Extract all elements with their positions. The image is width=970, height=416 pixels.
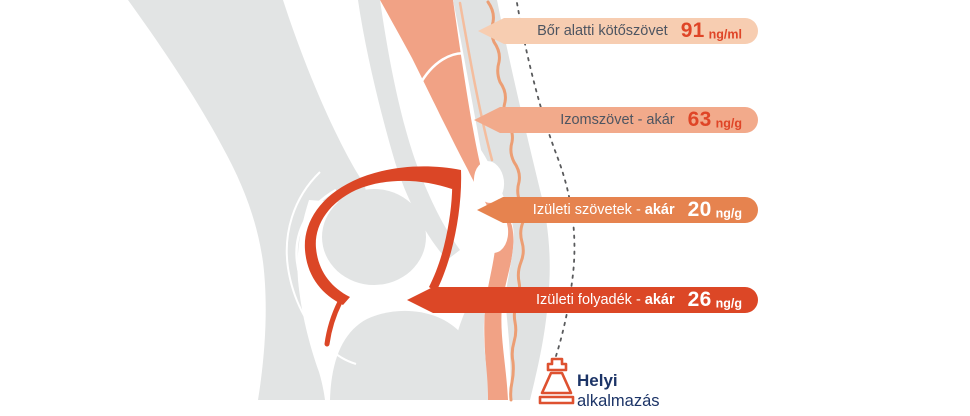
legend-title: Helyi — [577, 371, 618, 390]
posterior-tissue-shape — [358, 0, 460, 260]
tube-cap — [546, 357, 568, 372]
femur-shape — [128, 0, 366, 400]
callout-label-bold: akár — [644, 292, 675, 308]
capsule-outline — [295, 188, 337, 332]
skin-inner-line — [458, 1, 494, 162]
callout-unit: ng/g — [715, 296, 742, 311]
patella-outline — [285, 171, 357, 365]
callout-label: Bőr alatti kötőszövet — [537, 23, 668, 39]
ointment-tube-icon — [538, 357, 575, 405]
callout-unit: ng/g — [715, 206, 742, 221]
bursa-upper — [473, 161, 505, 203]
capsule-posterior-shape — [429, 170, 462, 292]
callout-value: 63 — [687, 108, 712, 131]
callout-label: Izületi szövetek - — [532, 202, 641, 218]
callout-muscle-tissue: Izomszövet - akár 63 ng/g — [474, 107, 758, 133]
callout-joint-tissues: Izületi szövetek - akár 20 ng/g — [477, 197, 758, 223]
callout-unit: ng/ml — [708, 27, 742, 42]
callout-value: 91 — [680, 19, 705, 42]
callout-joint-fluid: Izületi folyadék - akár 26 ng/g — [407, 287, 758, 313]
callout-unit: ng/g — [715, 116, 742, 131]
callout-label-bold: akár — [644, 202, 675, 218]
tube-body — [540, 371, 573, 395]
legend-subtitle: alkalmazás — [577, 392, 660, 410]
topical-application-legend: Helyi alkalmazás — [577, 371, 660, 412]
capsule-lower-tail — [324, 299, 343, 347]
synovial-capsule-shape — [304, 166, 461, 305]
callout-value: 20 — [687, 198, 712, 221]
callout-label: Izületi folyadék - — [536, 292, 641, 308]
tibia-shape — [330, 310, 484, 400]
callout-value: 26 — [687, 288, 712, 311]
callout-subcutaneous-tissue: Bőr alatti kötőszövet 91 ng/ml — [478, 18, 758, 44]
tube-crimp — [538, 395, 575, 405]
femoral-condyle-shape — [322, 189, 426, 285]
callout-label: Izomszövet - akár — [560, 112, 675, 128]
